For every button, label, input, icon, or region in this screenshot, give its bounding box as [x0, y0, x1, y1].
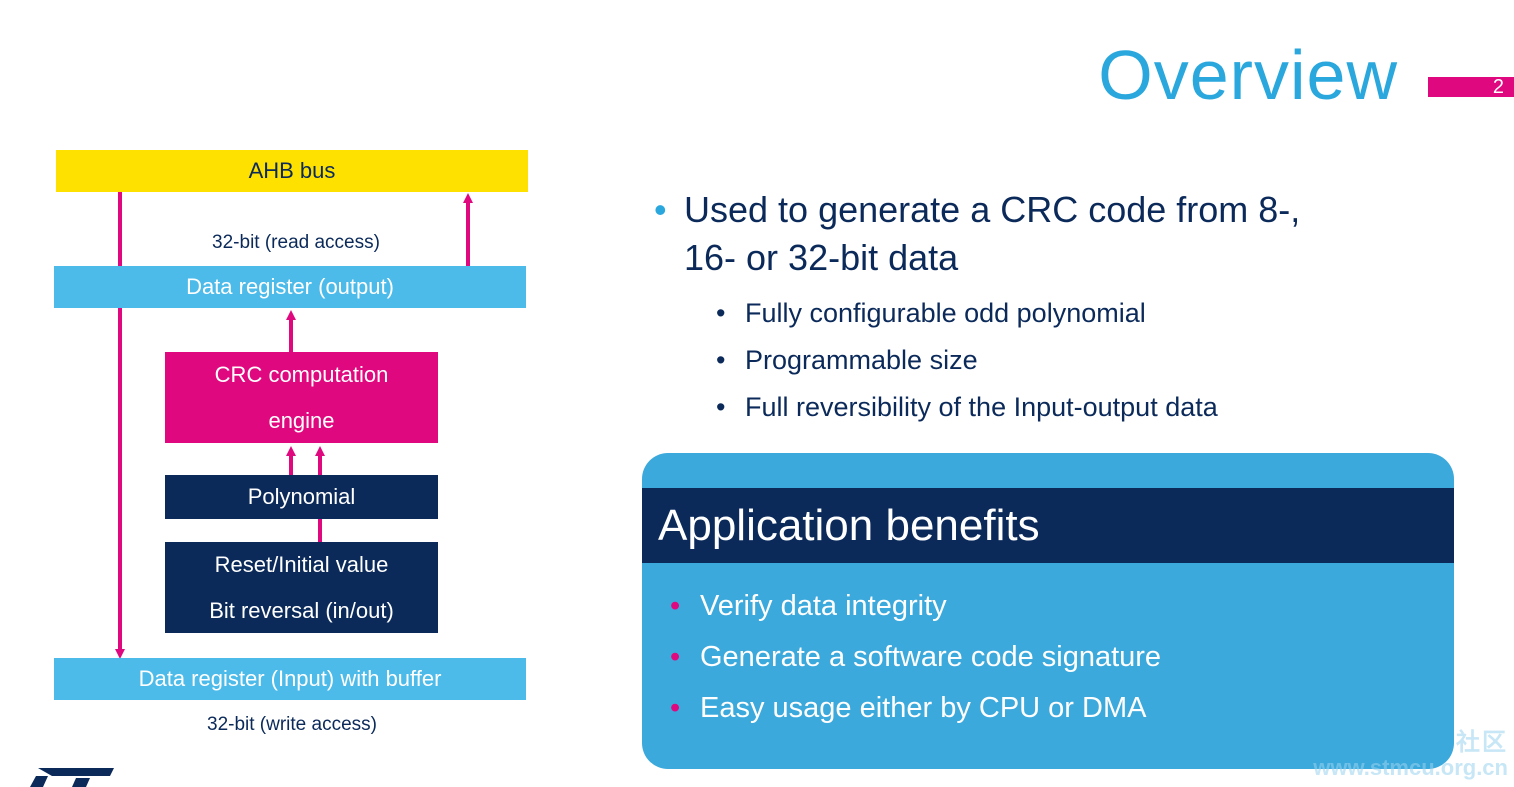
reset-label-line1: Reset/Initial value [214, 551, 389, 577]
polynomial-box: Polynomial [165, 475, 438, 519]
crc-engine-label-line2: engine [268, 407, 335, 433]
polynomial-label: Polynomial [247, 484, 356, 509]
data-register-input-box: Data register (Input) with buffer [54, 658, 526, 700]
write-access-label: 32-bit (write access) [207, 714, 377, 735]
slide-title: Overview [1098, 36, 1398, 114]
crc-engine-label-line1: CRC computation [214, 361, 389, 387]
read-access-label: 32-bit (read access) [212, 232, 380, 253]
benefit-item: Generate a software code signature [668, 638, 1161, 689]
watermark-url: www.stmcu.org.cn [1313, 755, 1508, 780]
sub-bullet: Programmable size [716, 341, 1218, 388]
st-logo-icon [30, 768, 114, 787]
reset-reversal-box: Reset/Initial value Bit reversal (in/out… [165, 542, 438, 633]
data-register-output-box: Data register (output) [54, 266, 526, 308]
data-register-output-label: Data register (output) [186, 274, 394, 299]
ahb-bus-label: AHB bus [248, 158, 336, 183]
sub-bullet: Fully configurable odd polynomial [716, 294, 1218, 341]
watermark-cn-text: 社区 [1456, 729, 1508, 756]
application-benefits-panel: Application benefits Verify data integri… [642, 453, 1454, 769]
main-bullet: • Used to generate a CRC code from 8-, 1… [654, 186, 1354, 282]
page-number: 2 [1492, 76, 1504, 98]
benefit-item: Verify data integrity [668, 587, 1161, 638]
ahb-bus-box: AHB bus [56, 150, 528, 192]
page-number-badge: 2 [1428, 76, 1514, 98]
sub-bullet: Full reversibility of the Input-output d… [716, 388, 1218, 435]
benefit-item: Easy usage either by CPU or DMA [668, 689, 1161, 740]
benefits-heading: Application benefits [642, 488, 1454, 563]
reset-label-line2: Bit reversal (in/out) [209, 597, 394, 623]
main-bullet-text: Used to generate a CRC code from 8-, 16-… [684, 189, 1301, 278]
benefits-list: Verify data integrity Generate a softwar… [668, 587, 1161, 740]
sub-bullet-list: Fully configurable odd polynomial Progra… [716, 294, 1218, 435]
crc-engine-box: CRC computation engine [165, 352, 438, 443]
watermark: 社区 www.stmcu.org.cn [1286, 730, 1508, 780]
data-register-input-label: Data register (Input) with buffer [138, 666, 442, 691]
bullet-dot-icon: • [654, 189, 667, 230]
